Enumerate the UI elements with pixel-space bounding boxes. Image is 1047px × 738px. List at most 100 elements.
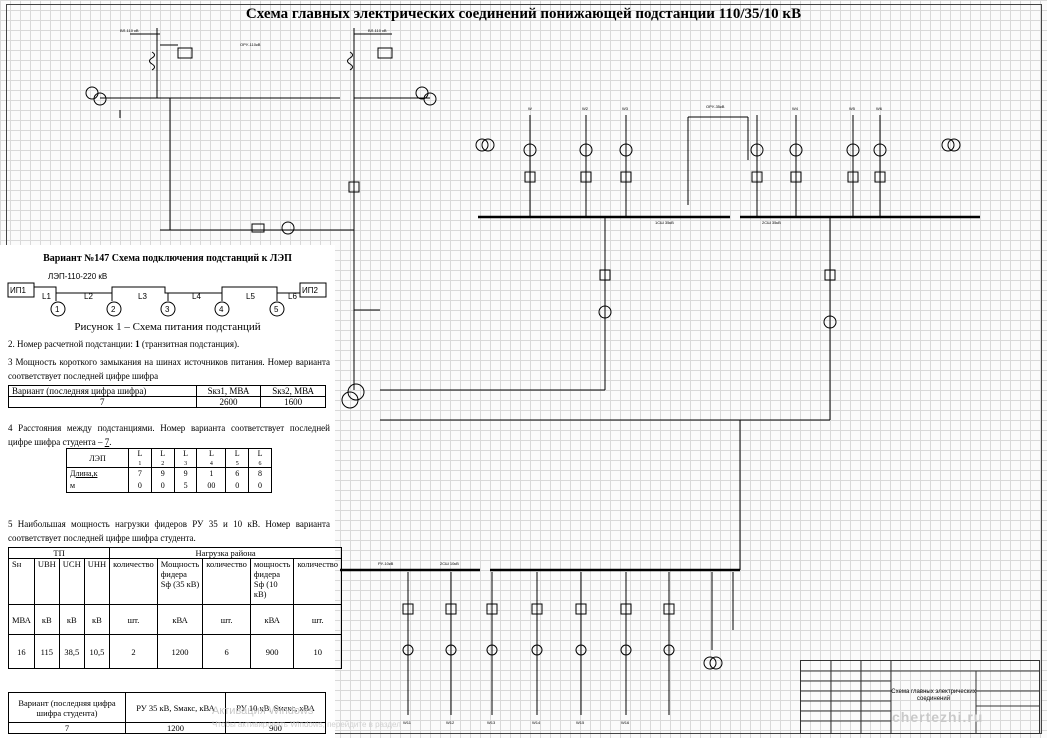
bus-35kv <box>380 115 980 421</box>
item-2: 2. Номер расчетной подстанции: 1 (транзи… <box>8 339 240 349</box>
segment-label: L4 <box>192 292 201 301</box>
label-line1: ВЛ-110 кВ <box>120 28 139 33</box>
table-header: ЛЭП <box>66 448 129 468</box>
label-oru35: ОРУ-35кВ <box>706 104 725 109</box>
item-4: 4 Расстояния между подстанциями. Номер в… <box>8 423 330 447</box>
windows-watermark-sub: Чтобы активировать Windows, перейдите в … <box>212 720 401 729</box>
table-col-header: количество <box>202 558 251 605</box>
feeder35-label: W4 <box>792 106 799 111</box>
feeder10-label: W12 <box>446 720 455 725</box>
table-col-header: UВН <box>33 558 60 605</box>
label-bus35-2: 2СШ 35кВ <box>762 220 781 225</box>
table-header: РУ 35 кВ, Sмакс, кВА <box>125 692 226 723</box>
table-cell: 2 <box>109 634 158 669</box>
table-col-header: количество <box>109 558 158 605</box>
feeder10-label: W14 <box>532 720 541 725</box>
table-cell: 900 <box>225 722 326 734</box>
segment-label: L3 <box>138 292 147 301</box>
feeder35-label: W2 <box>582 106 589 111</box>
variant-panel: Вариант №147 Схема подключения подстанци… <box>0 245 343 738</box>
table-cell: 115 <box>33 634 60 669</box>
table-unit: кВ <box>83 604 111 635</box>
table-col-header: UСН <box>58 558 85 605</box>
table-header: Sкз2, МВА <box>260 385 326 397</box>
table-unit: МВА <box>8 604 35 635</box>
table-header: Sкз1, МВА <box>195 385 262 397</box>
table-unit: кВ <box>33 604 60 635</box>
table-header: Нагрузка района <box>109 547 343 559</box>
feeder35-label: W3 <box>622 106 629 111</box>
table-col-header: UНН <box>83 558 111 605</box>
feeder10-label: W16 <box>621 720 630 725</box>
title-block-text: Схема главных электрических соединений <box>891 689 976 702</box>
node-label: 2 <box>111 305 116 314</box>
table-header: ТП <box>7 547 111 559</box>
table-unit: шт. <box>293 604 343 635</box>
variant-title: Вариант №147 Схема подключения подстанци… <box>43 253 292 264</box>
table-cell: 7 <box>8 722 126 734</box>
table-header: Вариант (последняя цифра шифра) <box>8 385 197 397</box>
line-110-right <box>160 28 437 409</box>
ip1-label: ИП1 <box>10 286 27 295</box>
bus-10kv <box>340 420 741 715</box>
segment-label: L1 <box>42 292 51 301</box>
node-label: 5 <box>274 305 279 314</box>
table-cell: 1200 <box>125 722 226 734</box>
table-unit: кВА <box>249 604 295 635</box>
lep-label: ЛЭП-110-220 кВ <box>48 272 107 281</box>
feeder35-label: W <box>528 106 532 111</box>
table-cell: 2600 <box>195 396 262 408</box>
label-bus35-1: 1СШ 35кВ <box>655 220 674 225</box>
windows-watermark: Активация Windows <box>212 705 314 717</box>
label-bus10: 2СШ 10кВ <box>440 561 459 566</box>
page-title: Схема главных электрических соединений п… <box>245 6 802 22</box>
line-110-left <box>85 28 340 230</box>
table-cell: 16 <box>8 634 35 669</box>
item-5: 5 Наибольшая мощность нагрузки фидеров Р… <box>8 519 330 543</box>
feeder10-label: W13 <box>487 720 496 725</box>
segment-label: L5 <box>246 292 255 301</box>
table-cell: 10,5 <box>83 634 111 669</box>
table-header: Вариант (последняя цифра шифра студента) <box>8 692 126 723</box>
ip2-label: ИП2 <box>302 286 319 295</box>
supply-scheme-figure: ИП1 ИП2 ЛЭП-110-220 кВ 1 2 3 4 5 L1 L2 L… <box>7 272 327 317</box>
table-col-header: количество <box>293 558 343 605</box>
table-load: ТП Нагрузка района Sн UВН UСН UНН количе… <box>7 547 343 669</box>
segment-label: L2 <box>84 292 93 301</box>
label-oru110: ОРУ-110кВ <box>240 42 261 47</box>
item-3: 3 Мощность короткого замыкания на шинах … <box>8 357 330 381</box>
table-col-header: Мощность фидера Sф (35 кВ) <box>156 558 204 605</box>
node-label: 3 <box>165 305 170 314</box>
table-short-circuit: Вариант (последняя цифра шифра) Sкз1, МВ… <box>8 385 326 408</box>
feeder35-label: W5 <box>849 106 856 111</box>
title-block: Схема главных электрических соединений <box>800 660 1040 734</box>
label-ru10: РУ-10кВ <box>378 561 394 566</box>
table-unit: кВА <box>156 604 204 635</box>
table-unit: шт. <box>202 604 251 635</box>
table-cell: 1200 <box>156 634 204 669</box>
table-cell: 1600 <box>260 396 326 408</box>
node-label: 4 <box>219 305 224 314</box>
table-cell: 10 <box>293 634 343 669</box>
feeder10-label: W15 <box>576 720 585 725</box>
table-cell: 900 <box>249 634 295 669</box>
table-unit: шт. <box>109 604 158 635</box>
node-label: 1 <box>55 305 60 314</box>
segment-label: L6 <box>288 292 297 301</box>
table-max-load: Вариант (последняя цифра шифра студента)… <box>8 692 326 734</box>
feeder10-label: W11 <box>403 720 412 725</box>
table-cell: 38,5 <box>58 634 85 669</box>
table-col-header: Sн <box>8 558 35 605</box>
table-cell: 6 <box>202 634 251 669</box>
